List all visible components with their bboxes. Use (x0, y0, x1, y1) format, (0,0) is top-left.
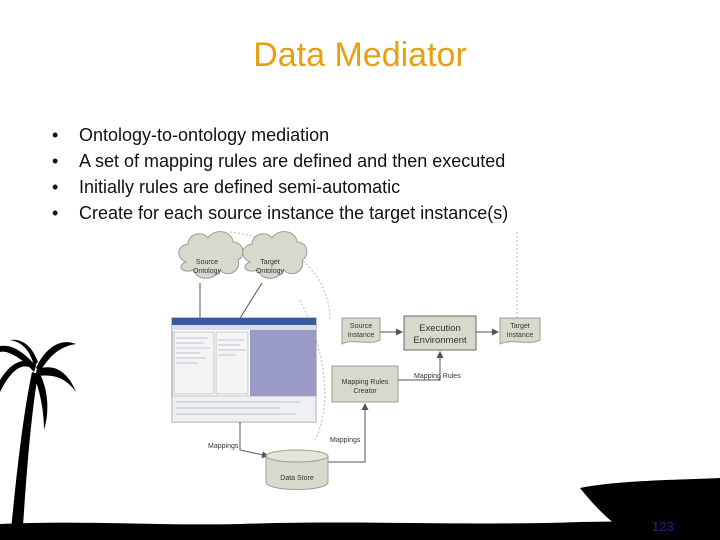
mapping-rules-creator-label-2: Creator (353, 388, 377, 395)
source-instance-label-2: Instance (348, 332, 375, 339)
bullet-marker: • (52, 203, 59, 223)
bullet-text: Ontology-to-ontology mediation (79, 125, 330, 145)
bullet-text: A set of mapping rules are defined and t… (79, 151, 506, 171)
ground-silhouette (0, 478, 720, 540)
execution-environment-box: Execution Environment (403, 315, 477, 351)
palm-tree-silhouette (0, 339, 76, 540)
bullet-text: Initially rules are defined semi-automat… (79, 177, 401, 197)
slide-title: Data Mediator (253, 36, 467, 74)
bullet-text: Create for each source instance the targ… (79, 203, 509, 223)
execution-environment-label-2: Environment (413, 335, 467, 346)
page-number: 123 (652, 519, 674, 534)
target-instance-document: Target Instance (499, 317, 541, 345)
bullet-item: • Ontology-to-ontology mediation (52, 122, 508, 148)
target-ontology-cloud: Target Ontology (242, 231, 308, 279)
target-ontology-label-1: Target (260, 259, 280, 266)
data-store-label: Data Store (280, 475, 314, 482)
mapping-editor-screenshot (171, 317, 317, 423)
target-instance-label-2: Instance (507, 332, 534, 339)
source-instance-label-1: Source (350, 323, 372, 330)
target-instance-label-1: Target (510, 323, 530, 330)
dotted-boundary (229, 231, 518, 441)
bullet-marker: • (52, 125, 59, 145)
bullet-marker: • (52, 151, 59, 171)
bullet-item: • A set of mapping rules are defined and … (52, 148, 508, 174)
mappings-left-label: Mappings (208, 443, 239, 450)
arrow-store-to-creator (328, 403, 369, 463)
mappings-right-label: Mappings (330, 437, 361, 444)
bullet-list: • Ontology-to-ontology mediation • A set o… (52, 122, 508, 226)
source-ontology-label-1: Source (196, 259, 218, 266)
bullet-item: • Create for each source instance the tar… (52, 200, 508, 226)
mapping-rules-creator-label-1: Mapping Rules (342, 379, 389, 386)
bullet-marker: • (52, 177, 59, 197)
arrow-mapping-rules (398, 351, 444, 381)
bullet-item: • Initially rules are defined semi-automa… (52, 174, 508, 200)
execution-environment-label-1: Execution (419, 323, 461, 334)
mapping-rules-label: Mapping Rules (414, 373, 461, 380)
mapping-rules-creator-box: Mapping Rules Creator (331, 365, 399, 403)
source-instance-document: Source Instance (341, 317, 381, 345)
source-ontology-cloud: Source Ontology (178, 231, 244, 279)
data-store-cylinder: Data Store (265, 449, 329, 490)
target-ontology-label-2: Ontology (256, 268, 285, 275)
boat-silhouette (580, 478, 720, 540)
arrow-editor-to-store (239, 422, 269, 459)
source-ontology-label-2: Ontology (193, 268, 222, 275)
